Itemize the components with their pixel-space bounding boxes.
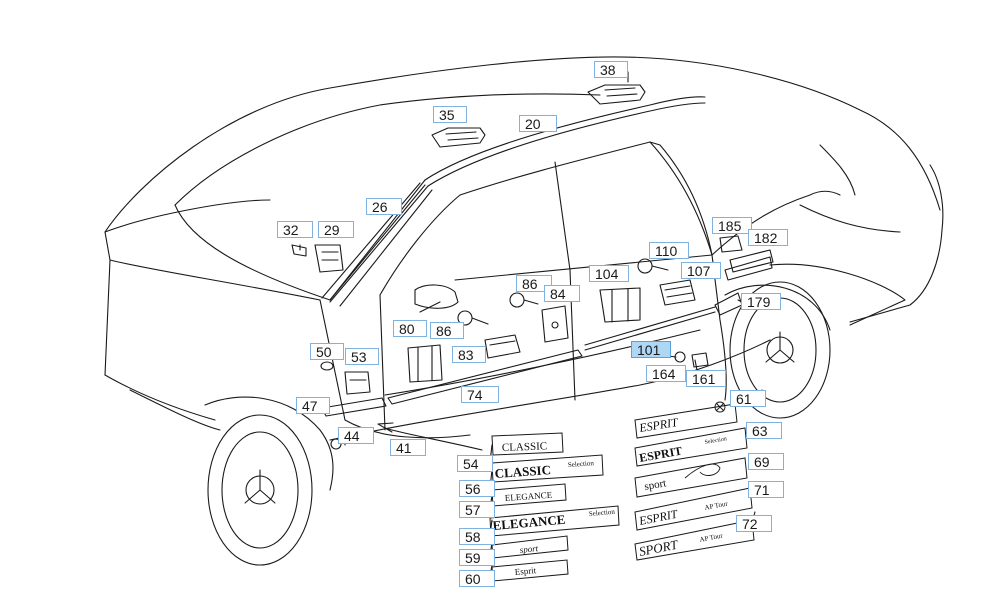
callout-59[interactable]: 59 [459, 549, 495, 566]
badge-classic-selection-text: CLASSIC [494, 462, 551, 481]
callout-72[interactable]: 72 [736, 515, 772, 532]
callout-32[interactable]: 32 [277, 221, 313, 238]
badge-sport-ap-small: AP Tour [699, 532, 724, 544]
badge-elegance-text: ELEGANCE [504, 490, 553, 503]
callout-60[interactable]: 60 [459, 570, 495, 587]
badge-esprit-selection-small: Selection [704, 436, 727, 446]
callout-86-lower[interactable]: 86 [430, 322, 464, 339]
badge-elegance-selection-small: Selection [588, 508, 615, 518]
callout-161[interactable]: 161 [686, 370, 726, 387]
callout-101-selected[interactable]: 101 [631, 341, 671, 358]
callout-29[interactable]: 29 [318, 221, 354, 238]
badge-69-swoosh-icon [684, 463, 721, 479]
badge-sport-ap-text: SPORT [638, 537, 680, 559]
callout-86-upper[interactable]: 86 [516, 275, 552, 292]
badge-esprit-ap-small: AP Tour [704, 500, 729, 512]
callout-69[interactable]: 69 [748, 453, 784, 470]
callout-47[interactable]: 47 [296, 397, 330, 414]
badge-classic-text: CLASSIC [502, 440, 548, 454]
callout-74[interactable]: 74 [461, 386, 499, 403]
badge-esprit-61-text: ESPRIT [637, 415, 680, 435]
callout-104[interactable]: 104 [589, 265, 629, 282]
callout-83[interactable]: 83 [452, 346, 486, 363]
callout-58[interactable]: 58 [459, 528, 495, 545]
badge-elegance-selection-text: ELEGANCE [492, 512, 566, 533]
badge-elegance-plate [491, 483, 567, 507]
badge-sport-69-text: sport [643, 477, 667, 493]
badge-esprit-ap-plate [634, 487, 753, 531]
callout-179[interactable]: 179 [741, 293, 781, 310]
callout-41[interactable]: 41 [390, 439, 426, 456]
callout-80[interactable]: 80 [393, 320, 427, 337]
badge-esprit-text: Esprit [514, 565, 537, 577]
callout-26[interactable]: 26 [366, 198, 402, 215]
callout-164[interactable]: 164 [646, 365, 686, 382]
badge-classic-plate [491, 432, 564, 456]
callout-56[interactable]: 56 [459, 480, 495, 497]
badge-61-star-icon [714, 401, 726, 413]
callout-35[interactable]: 35 [433, 106, 467, 123]
callout-57[interactable]: 57 [459, 501, 495, 518]
callout-107[interactable]: 107 [681, 262, 721, 279]
callout-84[interactable]: 84 [544, 285, 580, 302]
badge-esprit-selection-plate [634, 427, 748, 467]
callout-63[interactable]: 63 [746, 422, 782, 439]
callout-54[interactable]: 54 [457, 455, 493, 472]
badge-esprit-61-plate [634, 403, 738, 439]
callout-50[interactable]: 50 [310, 343, 344, 360]
badge-classic-selection-plate [491, 454, 604, 483]
badge-sport-ap-plate [634, 519, 755, 561]
callout-38[interactable]: 38 [594, 61, 628, 78]
callout-53[interactable]: 53 [345, 348, 379, 365]
callout-182[interactable]: 182 [748, 229, 788, 246]
badge-classic-selection-small: Selection [568, 459, 595, 469]
callout-20[interactable]: 20 [519, 115, 557, 132]
callout-110[interactable]: 110 [649, 242, 689, 259]
callout-71[interactable]: 71 [748, 481, 784, 498]
callout-61[interactable]: 61 [730, 390, 766, 407]
callout-185[interactable]: 185 [712, 217, 752, 234]
callout-44[interactable]: 44 [338, 427, 374, 444]
badge-sport-text: sport [519, 543, 539, 555]
